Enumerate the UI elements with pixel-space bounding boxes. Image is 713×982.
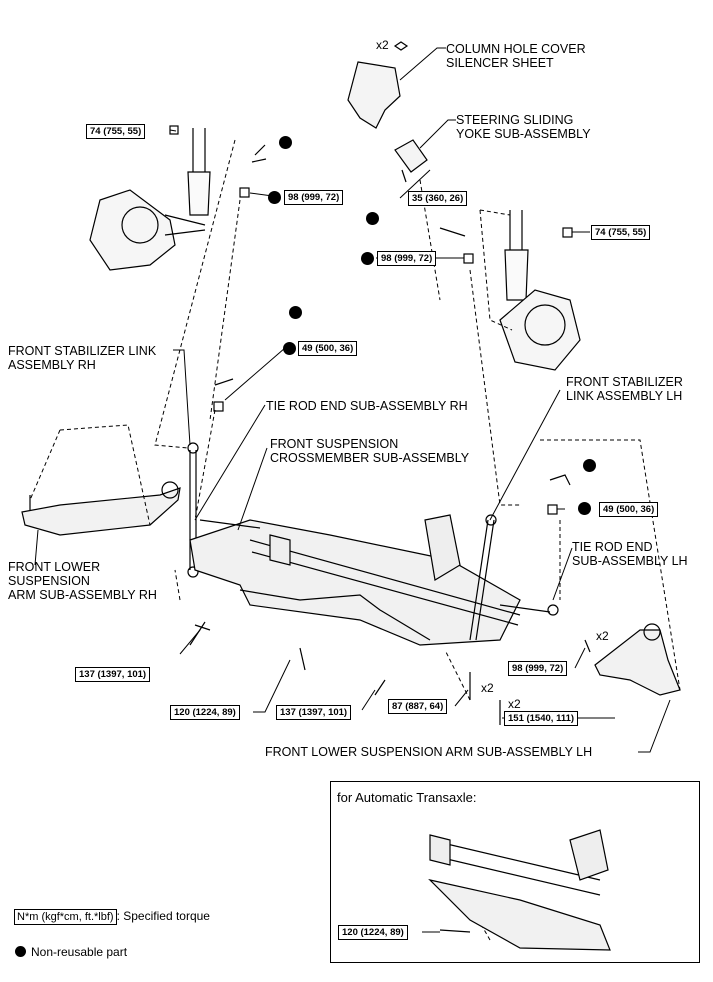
torque-spec: 98 (999, 72) [377,251,437,266]
non-reusable-icon [361,252,374,265]
non-reusable-icon [583,459,596,472]
quantity-label: x2 [481,681,494,695]
non-reusable-icon [283,342,296,355]
quantity-label: x2 [596,629,609,643]
non-reusable-icon [279,136,292,149]
legend-torque: N*m (kgf*cm, ft.*lbf): Specified torque [14,909,210,925]
torque-spec: 49 (500, 36) [298,341,358,356]
torque-spec: 74 (755, 55) [591,225,651,240]
torque-spec: 137 (1397, 101) [276,705,352,720]
quantity-label: x2 [508,697,521,711]
label-tie-rod-end-rh: TIE ROD END SUB-ASSEMBLY RH [266,399,468,413]
torque-spec: 151 (1540, 111) [504,711,579,726]
torque-spec: 137 (1397, 101) [75,667,151,682]
torque-spec: 74 (755, 55) [86,124,146,139]
non-reusable-icon [366,212,379,225]
torque-spec: 49 (500, 36) [599,502,659,517]
legend-torque-text: : Specified torque [116,909,210,923]
label-front-lower-arm-lh: FRONT LOWER SUSPENSION ARM SUB-ASSEMBLY … [265,745,593,759]
non-reusable-icon [268,191,281,204]
torque-spec: 87 (887, 64) [388,699,448,714]
non-reusable-icon [578,502,591,515]
torque-spec: 35 (360, 26) [408,191,468,206]
torque-spec: 120 (1224, 89) [170,705,240,720]
legend-torque-box: N*m (kgf*cm, ft.*lbf) [14,909,117,925]
quantity-label: x2 [376,38,389,52]
torque-spec: 98 (999, 72) [284,190,344,205]
torque-spec: 98 (999, 72) [508,661,568,676]
non-reusable-icon [15,946,26,957]
panel-title: for Automatic Transaxle: [337,790,477,805]
non-reusable-icon [289,306,302,319]
automatic-transaxle-panel: for Automatic Transaxle: [330,781,700,963]
legend-nonreusable-text: Non-reusable part [31,945,128,959]
torque-spec: 120 (1224, 89) [338,925,408,940]
